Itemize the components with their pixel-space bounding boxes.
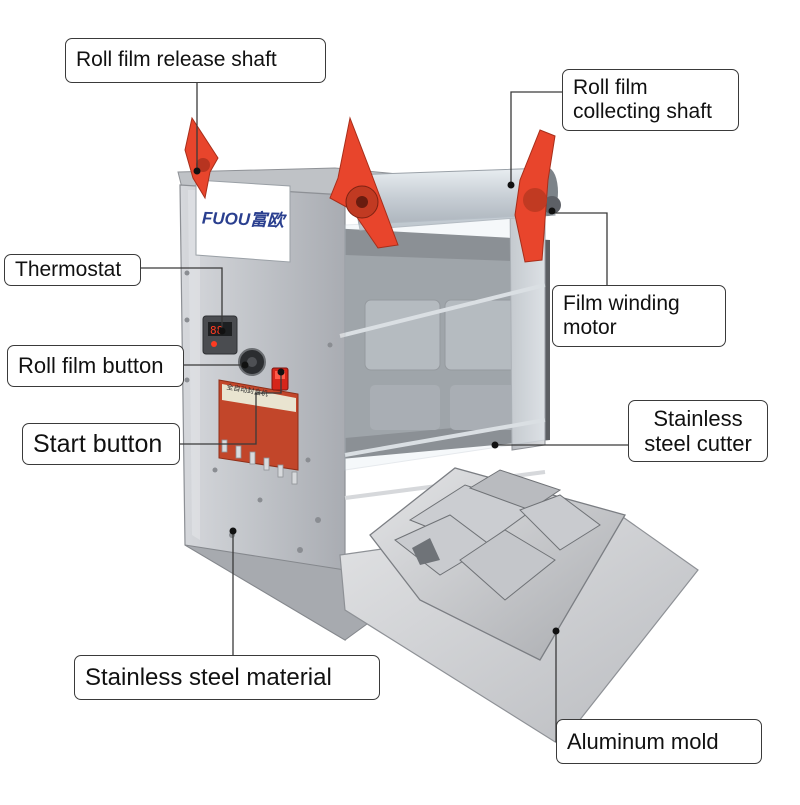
callout-film-winding-motor: Film winding motor (552, 285, 726, 347)
callout-roll-film-collecting-shaft: Roll film collecting shaft (562, 69, 739, 131)
handle-left-spindle (329, 116, 399, 249)
leader-lines (141, 83, 628, 742)
vent-slots (221, 439, 298, 485)
brand-logo-text: FUOU富欧 (201, 208, 285, 231)
callout-aluminum-mold: Aluminum mold (556, 719, 762, 764)
callout-start-button: Start button (22, 423, 180, 465)
callout-text: Aluminum mold (567, 728, 719, 754)
thermostat-display: 88 (202, 315, 238, 355)
handle-collecting-shaft (514, 129, 556, 263)
callout-roll-film-release-shaft: Roll film release shaft (65, 38, 326, 83)
film-sheet (344, 214, 546, 471)
callout-roll-film-button: Roll film button (7, 345, 184, 387)
aluminum-mold (369, 467, 626, 661)
callout-thermostat: Thermostat (4, 254, 141, 286)
machine-cavity (330, 228, 550, 460)
callout-text: Thermostat (15, 257, 122, 281)
callout-text: Roll film collecting shaft (573, 75, 712, 123)
callout-text: Roll film release shaft (76, 48, 277, 72)
callout-text: Stainless steel cutter (644, 405, 752, 456)
callout-stainless-steel-cutter: Stainless steel cutter (628, 400, 768, 462)
callout-text: Stainless steel material (85, 663, 332, 691)
callout-text: Film winding motor (563, 291, 680, 339)
callout-stainless-steel-material: Stainless steel material (74, 655, 380, 700)
callout-text: Roll film button (18, 353, 164, 379)
leader-dots (193, 167, 560, 635)
brand-logo-plate (195, 179, 291, 263)
handle-release-shaft (184, 116, 219, 200)
brand-logo: FUOU富欧 (202, 203, 291, 231)
callout-text: Start button (33, 429, 163, 458)
roll-film-knob (238, 348, 266, 376)
